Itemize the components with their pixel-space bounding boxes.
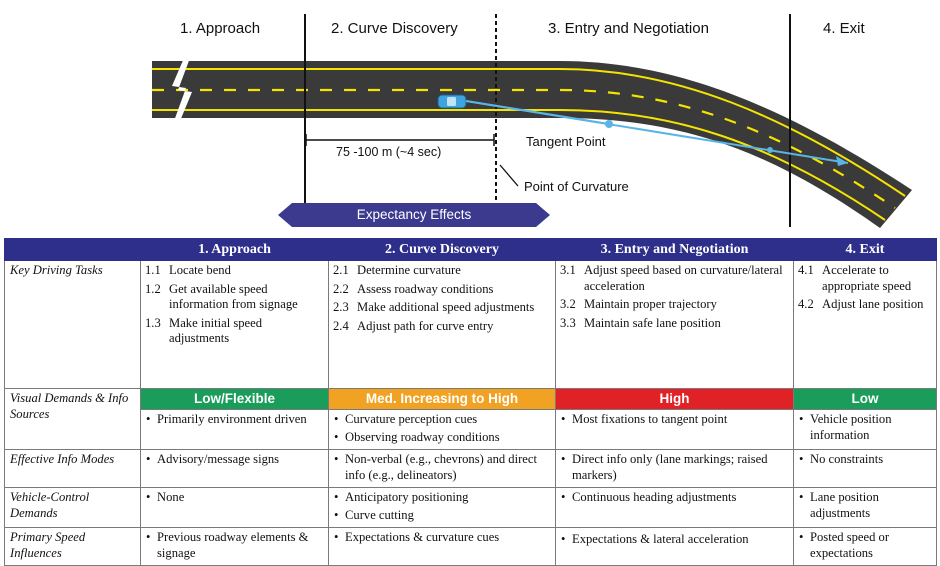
cell-info-discovery: Non-verbal (e.g., chevrons) and direct i…	[328, 449, 556, 488]
cell-control-entry: Continuous heading adjustments	[555, 487, 794, 528]
level-badge-exit: Low	[793, 388, 937, 410]
list-item: Primarily environment driven	[145, 412, 325, 428]
list-item: Curvature perception cues	[333, 412, 552, 428]
cell-visual-exit: Vehicle position information	[793, 409, 937, 450]
level-badge-curve-discovery: Med. Increasing to High	[328, 388, 556, 410]
list-item: Curve cutting	[333, 508, 552, 524]
car-icon	[437, 94, 467, 109]
cell-control-exit: Lane position adjustments	[793, 487, 937, 528]
phase-heading-entry-negotiation: 3. Entry and Negotiation	[548, 20, 709, 37]
row-label-speed-influences: Primary Speed Influences	[4, 527, 141, 566]
point-of-curvature-pointer	[499, 164, 519, 187]
cell-speed-exit: Posted speed or expectations	[793, 527, 937, 566]
list-item: Expectations & curvature cues	[333, 530, 552, 546]
table-header-approach: 1. Approach	[140, 238, 329, 261]
cell-speed-discovery: Expectations & curvature cues	[328, 527, 556, 566]
phase-table: 1. Approach 2. Curve Discovery 3. Entry …	[4, 238, 937, 566]
row-label-effective-info: Effective Info Modes	[4, 449, 141, 488]
cell-control-discovery: Anticipatory positioning Curve cutting	[328, 487, 556, 528]
cell-visual-entry: Most fixations to tangent point	[555, 409, 794, 450]
road-surface	[152, 61, 912, 228]
level-badge-entry-negotiation: High	[555, 388, 794, 410]
list-item: Lane position adjustments	[798, 490, 933, 521]
cell-control-approach: None	[140, 487, 329, 528]
tangent-point-marker	[605, 120, 613, 128]
cell-info-approach: Advisory/message signs	[140, 449, 329, 488]
road-curve-diagram: 1. Approach 2. Curve Discovery 3. Entry …	[0, 0, 940, 238]
tangent-point-label: Tangent Point	[526, 134, 606, 149]
road-break-marker	[172, 58, 192, 121]
phase-heading-exit: 4. Exit	[823, 20, 865, 37]
sight-point-marker	[767, 147, 773, 153]
list-item: Posted speed or expectations	[798, 530, 933, 561]
cell-visual-discovery: Curvature perception cues Observing road…	[328, 409, 556, 450]
list-item: Anticipatory positioning	[333, 490, 552, 506]
cell-speed-entry: Expectations & lateral acceleration	[555, 527, 794, 566]
point-of-curvature-label: Point of Curvature	[524, 179, 629, 194]
expectancy-arrow	[278, 203, 550, 227]
list-item: Previous roadway elements & signage	[145, 530, 325, 561]
road-edge-line-bottom	[152, 109, 886, 221]
phase-heading-curve-discovery: 2. Curve Discovery	[331, 20, 458, 37]
row-label-vehicle-control: Vehicle-Control Demands	[4, 487, 141, 528]
phase-heading-approach: 1. Approach	[180, 20, 261, 37]
cell-visual-approach: Primarily environment driven	[140, 409, 329, 450]
list-item: Most fixations to tangent point	[560, 412, 790, 428]
row-label-visual-demands: Visual Demands & Info Sources	[4, 388, 141, 450]
list-item: Continuous heading adjustments	[560, 490, 790, 506]
expectancy-effects-label: Expectancy Effects	[356, 207, 472, 222]
row-label-key-tasks: Key Driving Tasks	[4, 260, 141, 389]
level-badge-approach: Low/Flexible	[140, 388, 329, 410]
cell-info-exit: No constraints	[793, 449, 937, 488]
table-row-vehicle-control: Vehicle-Control Demands None Anticipator…	[4, 487, 937, 528]
table-header-row: 1. Approach 2. Curve Discovery 3. Entry …	[4, 238, 937, 261]
sight-line-to-exit	[465, 100, 849, 164]
table-row-visual-demands: Primarily environment driven Curvature p…	[5, 409, 937, 450]
table-header-exit: 4. Exit	[793, 238, 937, 261]
cell-speed-approach: Previous roadway elements & signage	[140, 527, 329, 566]
road-center-line	[152, 88, 896, 209]
sight-arrowhead	[836, 156, 848, 166]
driving-tasks-table: 1. Approach 2. Curve Discovery 3. Entry …	[4, 238, 937, 566]
list-item: Advisory/message signs	[145, 452, 325, 468]
list-item: Vehicle position information	[798, 412, 933, 443]
list-item: None	[145, 490, 325, 506]
table-row-visual-levels: Visual Demands & Info Sources Low/Flexib…	[4, 388, 937, 450]
table-row-effective-info: Effective Info Modes Advisory/message si…	[4, 449, 937, 488]
road-illustration	[152, 14, 912, 228]
table-row-speed-influences: Primary Speed Influences Previous roadwa…	[4, 527, 937, 566]
table-header-entry-negotiation: 3. Entry and Negotiation	[555, 238, 794, 261]
table-header-curve-discovery: 2. Curve Discovery	[328, 238, 556, 261]
table-header-blank	[4, 238, 141, 261]
cell-info-entry: Direct info only (lane markings; raised …	[555, 449, 794, 488]
list-item: Observing roadway conditions	[333, 430, 552, 446]
road-edge-line-top	[152, 68, 906, 197]
distance-label: 75 -100 m (~4 sec)	[336, 145, 442, 159]
list-item: Non-verbal (e.g., chevrons) and direct i…	[333, 452, 552, 483]
list-item: No constraints	[798, 452, 933, 468]
list-item: Direct info only (lane markings; raised …	[560, 452, 790, 483]
list-item: Expectations & lateral acceleration	[560, 532, 790, 548]
